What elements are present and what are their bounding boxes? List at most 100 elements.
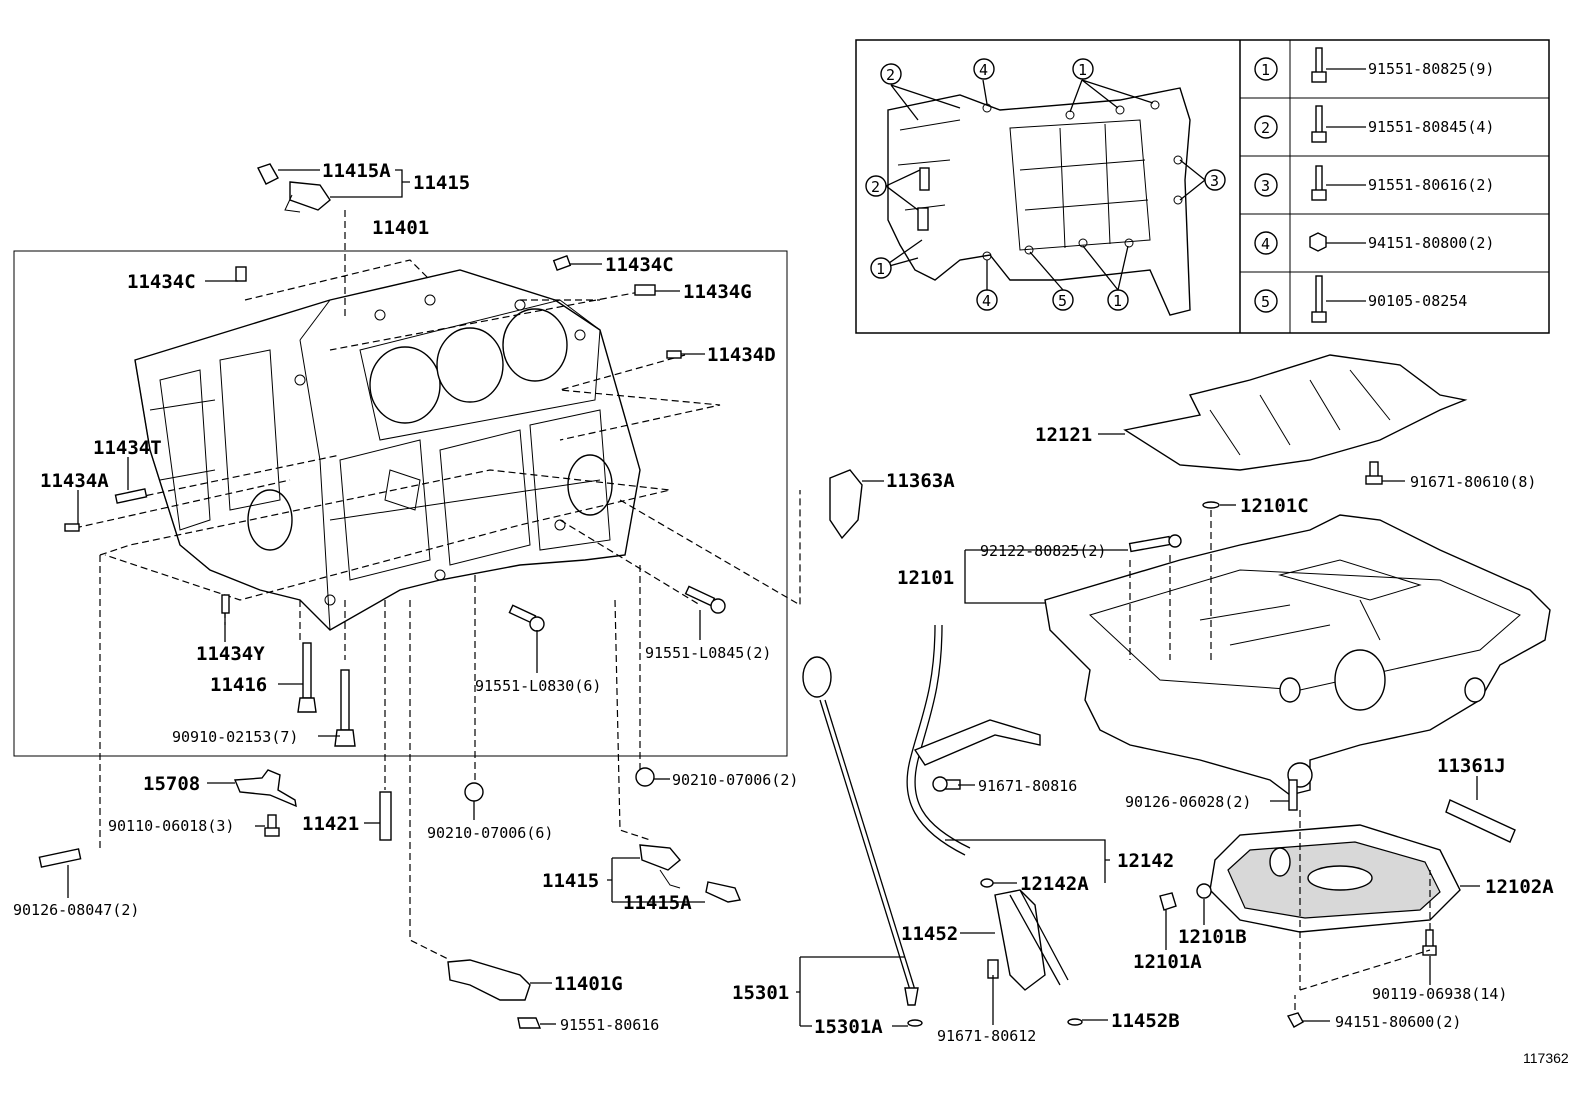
label-11434t: 11434T xyxy=(93,437,162,459)
label-91551-80616: 91551-80616 xyxy=(560,1016,659,1034)
row-4-part: 94151-80800(2) xyxy=(1368,234,1494,252)
leader-lines xyxy=(67,169,1480,1027)
inset-table-row-4: 4 94151-80800(2) xyxy=(1254,231,1494,255)
label-15301: 15301 xyxy=(732,982,789,1004)
reference-number: 117362 xyxy=(1523,1050,1569,1066)
label-12101: 12101 xyxy=(897,567,954,589)
row-5-part: 90105-08254 xyxy=(1368,292,1467,310)
label-12102a: 12102A xyxy=(1485,876,1554,898)
label-90119: 90119-06938(14) xyxy=(1372,985,1507,1003)
bolt-92122 xyxy=(1128,534,1182,553)
pipe-11421 xyxy=(379,791,392,841)
sensor-15708 xyxy=(233,769,297,808)
inset-marker-4-top xyxy=(973,58,995,80)
bolt-91551-l0830 xyxy=(508,604,545,632)
inset-marker-1-left-text: 1 xyxy=(876,260,885,278)
cylinder-block xyxy=(134,269,641,631)
inset-marker-2-mid xyxy=(865,175,887,197)
label-90210-2: 90210-07006(2) xyxy=(672,771,798,789)
label-94151-80600: 94151-80600(2) xyxy=(1335,1013,1461,1031)
inset-marker-3-text: 3 xyxy=(1210,172,1219,190)
label-11434c-left: 11434C xyxy=(127,271,196,293)
inset-marker-2-top xyxy=(880,63,902,85)
inset-table-row-2: 2 91551-80845(4) xyxy=(1254,105,1494,143)
pin-11434d xyxy=(666,350,682,359)
bolt-91551-l0845 xyxy=(684,585,726,614)
oring-12101c xyxy=(1202,501,1220,509)
row-4-key: 4 xyxy=(1261,235,1270,253)
label-11421: 11421 xyxy=(302,813,359,835)
inset-marker-1-bottom-text: 1 xyxy=(1113,292,1122,310)
row-1-part: 91551-80825(9) xyxy=(1368,60,1494,78)
label-92122: 92122-80825(2) xyxy=(980,542,1106,560)
inset-marker-1-top xyxy=(1072,58,1094,80)
oil-pan-12101 xyxy=(1044,514,1551,796)
label-11361j: 11361J xyxy=(1437,755,1506,777)
inset-marker-5 xyxy=(1052,289,1074,311)
label-90210-6: 90210-07006(6) xyxy=(427,824,553,842)
label-90126-08047: 90126-08047(2) xyxy=(13,901,139,919)
oring-11452b xyxy=(1067,1018,1083,1026)
label-15301a: 15301A xyxy=(814,1016,883,1038)
pin-11434a xyxy=(64,523,80,532)
inset-marker-2-top-text: 2 xyxy=(886,66,895,84)
bolt-90119 xyxy=(1422,929,1437,956)
washer-12101b xyxy=(1196,883,1212,899)
baffle-12121 xyxy=(1123,354,1468,471)
inset-marker-1-bottom xyxy=(1107,289,1129,311)
sensor-11401g xyxy=(447,959,531,1001)
label-12101a: 12101A xyxy=(1133,951,1202,973)
inset-marker-4-bottom xyxy=(976,289,998,311)
plug-11415a-bottom xyxy=(705,881,741,903)
label-12101b: 12101B xyxy=(1178,926,1247,948)
label-11415a-top: 11415A xyxy=(322,160,391,182)
pin-11434c-right xyxy=(552,255,572,271)
inset-marker-2-mid-text: 2 xyxy=(871,178,880,196)
sensor-11415-bottom xyxy=(639,844,681,889)
inset-table-row-1: 1 91551-80825(9) xyxy=(1254,47,1494,83)
washer-90210-2 xyxy=(635,767,655,787)
label-12121: 12121 xyxy=(1035,424,1092,446)
label-90126-06028: 90126-06028(2) xyxy=(1125,793,1251,811)
label-12142: 12142 xyxy=(1117,850,1174,872)
stud-11416 xyxy=(297,642,317,713)
inset-table-row-3: 3 91551-80616(2) xyxy=(1254,165,1494,201)
plug-12101a xyxy=(1159,892,1177,911)
oring-15301a xyxy=(907,1019,923,1027)
inset-marker-3 xyxy=(1204,169,1226,191)
inset-marker-1-left xyxy=(870,257,892,279)
inset-marker-5-text: 5 xyxy=(1058,292,1067,310)
pin-11434g xyxy=(634,284,656,296)
stud-90126-08047 xyxy=(38,848,82,868)
label-11434c-right: 11434C xyxy=(605,254,674,276)
washer-90210-6 xyxy=(464,782,484,802)
row-2-part: 91551-80845(4) xyxy=(1368,118,1494,136)
label-11415a-bottom: 11415A xyxy=(623,892,692,914)
inset-marker-4-top-text: 4 xyxy=(979,61,988,79)
label-11416: 11416 xyxy=(210,674,267,696)
label-90910: 90910-02153(7) xyxy=(172,728,298,746)
label-11401: 11401 xyxy=(372,217,429,239)
bolt-91551-80616 xyxy=(517,1017,542,1029)
row-5-key: 5 xyxy=(1261,293,1270,311)
label-91551-l0830: 91551-L0830(6) xyxy=(475,677,601,695)
label-11434a: 11434A xyxy=(40,470,109,492)
tube-11452 xyxy=(994,889,1069,991)
row-2-key: 2 xyxy=(1261,119,1270,137)
sensor-11415-top xyxy=(284,181,331,213)
label-11363a: 11363A xyxy=(886,470,955,492)
row-3-part: 91551-80616(2) xyxy=(1368,176,1494,194)
oil-pan-12102a xyxy=(1209,824,1461,933)
row-3-key: 3 xyxy=(1261,177,1270,195)
dipstick-15301 xyxy=(802,656,919,1006)
label-11434y: 11434Y xyxy=(196,643,265,665)
bracket-11363a xyxy=(829,469,863,540)
pin-11434y xyxy=(221,594,230,614)
oring-12142a xyxy=(980,878,994,888)
label-91671-80610: 91671-80610(8) xyxy=(1410,473,1536,491)
pin-11434t xyxy=(114,488,148,504)
bolt-location-inset: 2 4 1 3 2 1 4 5 1 1 91551-80825(9) 2 xyxy=(855,39,1550,334)
label-91671-80816: 91671-80816 xyxy=(978,777,1077,795)
